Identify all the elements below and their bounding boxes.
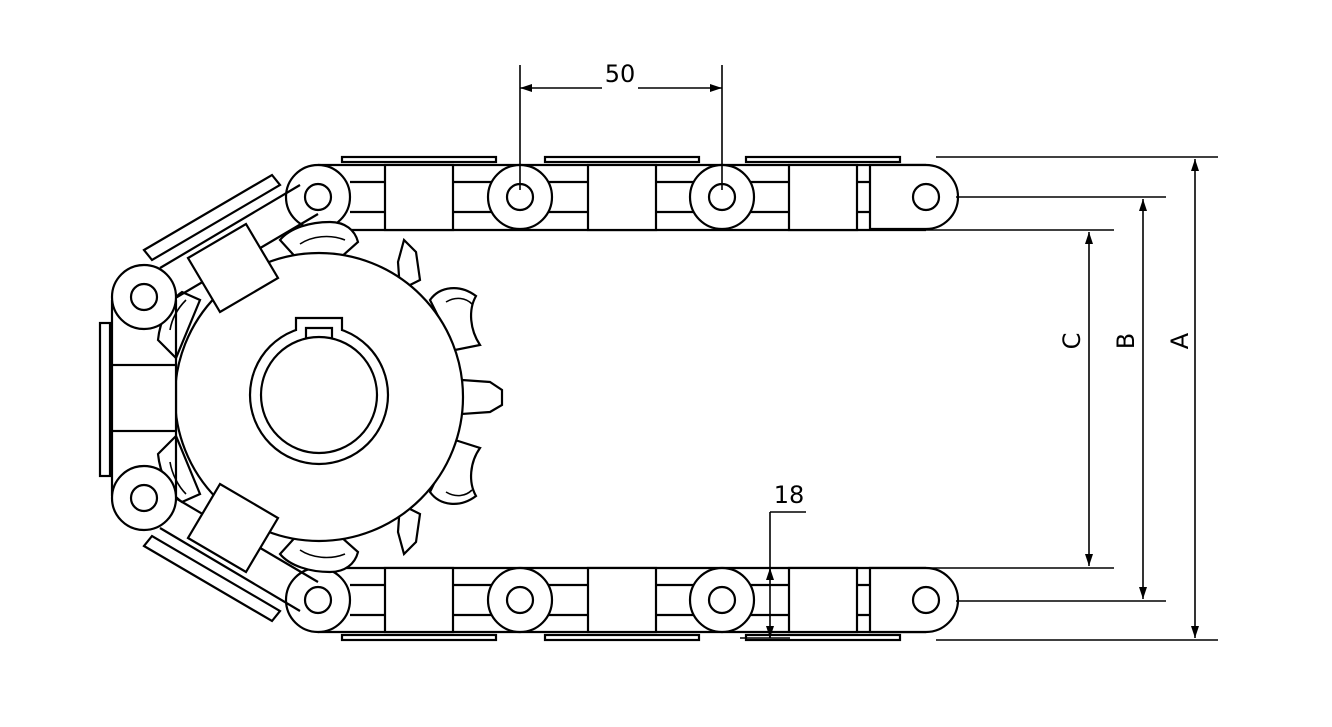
chain-pin	[688, 566, 756, 634]
chain-block	[787, 163, 859, 232]
chain-pin	[486, 566, 554, 634]
chain-block	[586, 566, 658, 634]
chain-block	[383, 566, 455, 634]
chain-pin	[284, 566, 352, 634]
chain-block	[586, 163, 658, 232]
chain-pin	[868, 163, 960, 231]
thickness-label: 18	[774, 481, 805, 509]
chain-block	[383, 163, 455, 232]
shaft-bore-inner	[259, 335, 379, 455]
dim-label-c: C	[1058, 333, 1086, 350]
top-chain-run	[284, 155, 960, 232]
dimension-vertical: C B A	[868, 156, 1218, 641]
pitch-label: 50	[605, 60, 636, 88]
chain-pin	[868, 566, 960, 634]
dimension-pitch: 50	[519, 60, 723, 190]
chain-pin	[110, 464, 178, 532]
chain-block	[186, 222, 280, 314]
dimension-thickness: 18	[740, 481, 806, 639]
top-plate	[340, 155, 498, 164]
chain-pin	[284, 163, 352, 231]
sprocket-teeth	[156, 220, 504, 574]
bottom-plate	[543, 633, 701, 642]
chain-block	[110, 363, 178, 433]
chain-block	[186, 482, 280, 574]
wrapped-chain	[98, 173, 319, 623]
chain-block	[787, 566, 859, 634]
bottom-plate	[340, 633, 498, 642]
top-plate	[543, 155, 701, 164]
dim-label-a: A	[1166, 332, 1194, 349]
bottom-chain-run	[284, 566, 960, 642]
dim-label-b: B	[1112, 333, 1140, 349]
chain-pin	[110, 263, 178, 331]
top-plate	[744, 155, 902, 164]
